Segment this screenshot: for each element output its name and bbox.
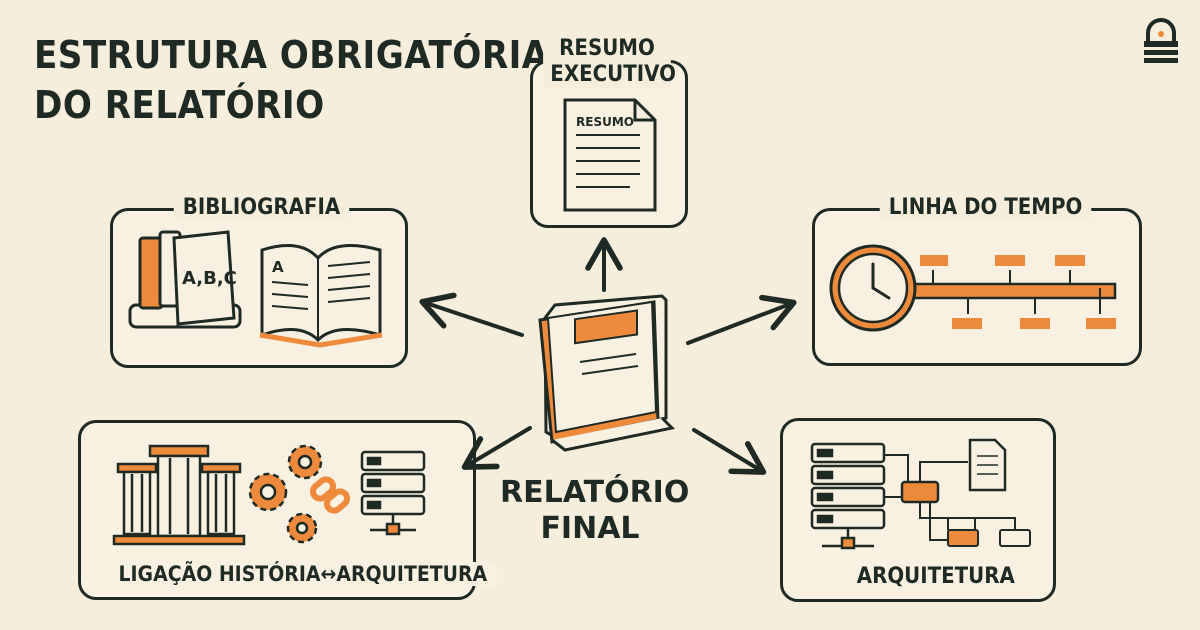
book-label: A,B,C <box>182 268 237 289</box>
server-network-icon <box>810 438 1031 550</box>
document-icon: RESUMO <box>563 98 657 212</box>
resumo-line-2: EXECUTIVO <box>550 62 676 87</box>
center-line-1: RELATÓRIO <box>500 475 690 510</box>
page-title: ESTRUTURA OBRIGATÓRIA DO RELATÓRIO <box>34 30 549 130</box>
title-line-2: DO RELATÓRIO <box>34 83 325 127</box>
title-line-1: ESTRUTURA OBRIGATÓRIA <box>34 33 549 77</box>
node-ligacao-label: LIGAÇÃO HISTÓRIA↔ARQUITETURA <box>109 562 497 586</box>
node-bibliografia-label: BIBLIOGRAFIA <box>173 195 350 220</box>
books-icon: A,B,C A <box>128 230 383 348</box>
arrow-to-arquitetura <box>692 428 767 475</box>
center-label: RELATÓRIO FINAL <box>500 475 690 547</box>
node-linha-label: LINHA DO TEMPO <box>879 195 1092 220</box>
clock-timeline-icon <box>829 244 1117 332</box>
arrows <box>419 237 797 475</box>
columns-icon <box>112 444 246 546</box>
arrow-to-bibliografia <box>419 292 524 337</box>
node-resumo-label: RESUMO EXECUTIVO <box>543 36 676 88</box>
lock-logo-icon <box>1144 18 1178 63</box>
gears-icon <box>248 444 323 544</box>
columns-gears-server-icon <box>112 444 426 546</box>
arrow-to-linha <box>686 294 797 345</box>
document-label: RESUMO <box>576 115 634 129</box>
node-arquitetura-label: ARQUITETURA <box>847 564 1024 589</box>
chain-link-icon <box>309 476 351 514</box>
server-icon <box>360 450 426 536</box>
open-book-label: A <box>272 258 284 276</box>
book-icon <box>538 294 676 452</box>
arrow-to-ligacao <box>461 426 532 470</box>
center-line-2: FINAL <box>540 511 640 546</box>
resumo-line-1: RESUMO <box>559 36 655 61</box>
